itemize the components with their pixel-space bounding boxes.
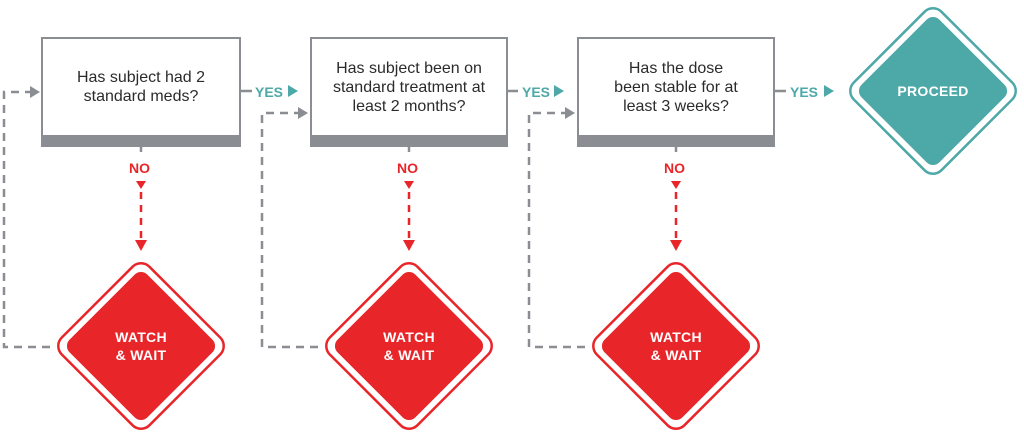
feedback-line-1 [2,90,50,349]
question-text-3: Has the dose been stable for at least 3 … [614,59,738,115]
no-arrow-2 [403,240,415,251]
watch-label-2-line1: WATCH [383,329,435,345]
yes-arrow-3 [824,85,834,97]
feedback-arrow-1 [30,86,40,98]
watch-diamond-2 [325,262,493,430]
question-box-3: Has the dose been stable for at least 3 … [577,37,775,147]
watch-label-3-line2: & WAIT [650,347,702,363]
question-box-2: Has subject been on standard treatment a… [310,37,508,147]
no-label-1: NO [129,160,150,176]
no-label-2: NO [397,160,418,176]
no-arrow-3 [670,240,682,251]
no-arrow-top-1 [136,181,146,189]
feedback-line-2 [260,111,318,349]
question-text-2: Has subject been on standard treatment a… [332,59,486,115]
watch-diamond-3 [592,262,760,430]
watch-label-2: WATCH & WAIT [359,328,459,364]
question-text-1: Has subject had 2 standard meds? [76,69,206,105]
yes-label-2: YES [522,84,551,100]
no-arrow-top-2 [404,181,414,189]
no-label-3: NO [664,160,685,176]
proceed-diamond [849,7,1017,175]
proceed-label: PROCEED [897,83,969,99]
feedback-arrow-3 [565,107,575,119]
yes-label-1: YES [255,84,284,100]
feedback-arrow-2 [298,107,308,119]
watch-label-1: WATCH & WAIT [91,328,191,364]
watch-label-1-line1: WATCH [115,329,167,345]
feedback-line-3 [527,111,585,349]
watch-label-1-line2: & WAIT [115,347,167,363]
no-arrow-top-3 [671,181,681,189]
question-box-1: Has subject had 2 standard meds? [41,37,241,147]
watch-label-3: WATCH & WAIT [626,328,726,364]
no-arrow-1 [135,240,147,251]
yes-arrow-2 [554,85,564,97]
watch-diamond-1 [57,262,225,430]
watch-label-2-line2: & WAIT [383,347,435,363]
yes-arrow-1 [288,85,298,97]
watch-label-3-line1: WATCH [650,329,702,345]
yes-label-3: YES [790,84,819,100]
